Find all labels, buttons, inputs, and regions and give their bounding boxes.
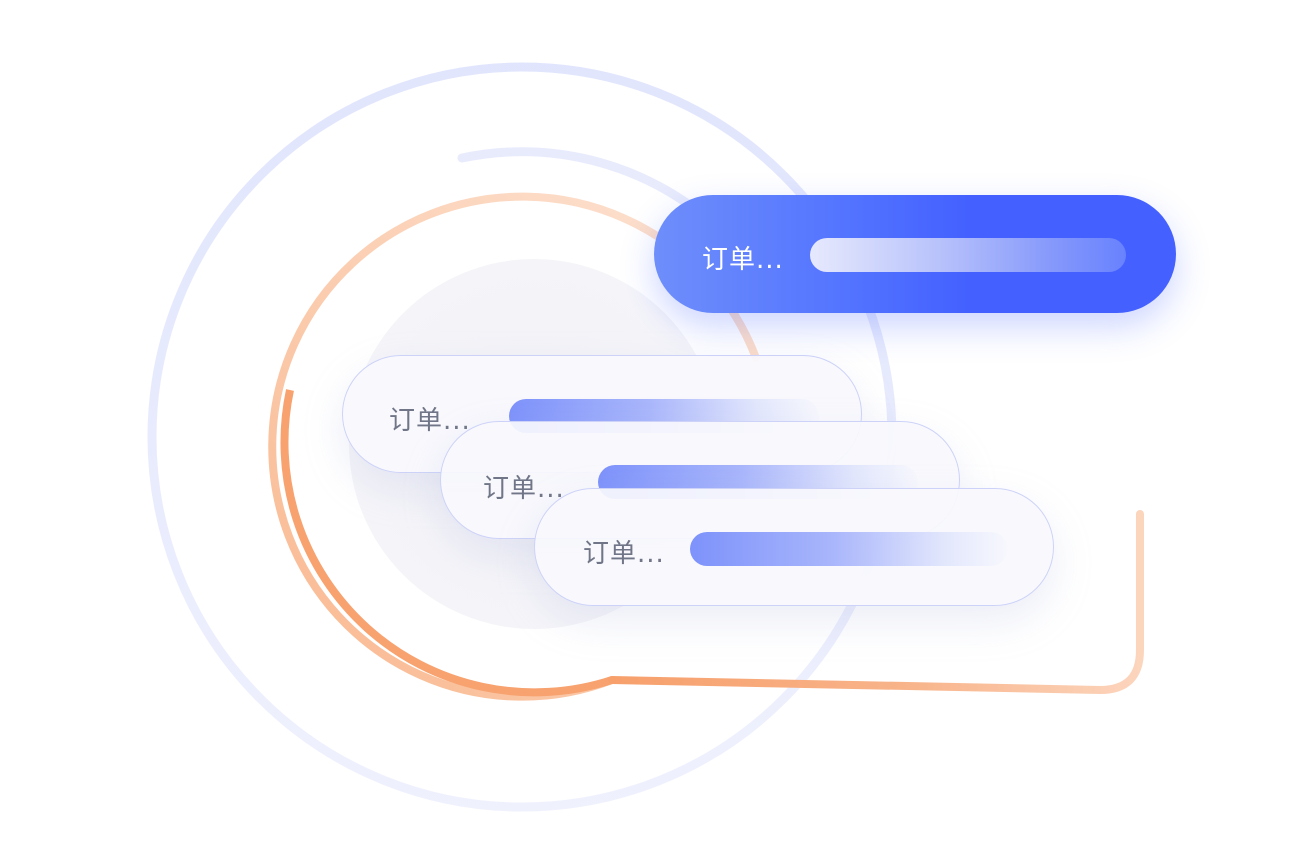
orange-ring-lower (280, 389, 614, 697)
order-card-3-label: 订单... (583, 539, 665, 569)
order-card-active-progress-bar (810, 238, 1126, 272)
order-card-3-progress-bar (690, 532, 1008, 566)
orange-tail (608, 510, 1144, 695)
order-card-2-label: 订单... (483, 474, 565, 504)
order-card-active[interactable]: 订单... (654, 195, 1176, 313)
order-card-3[interactable]: 订单... (534, 488, 1054, 606)
orange-ring (268, 192, 760, 701)
order-card-1-label: 订单... (389, 406, 471, 436)
order-card-active-label: 订单... (702, 245, 784, 275)
